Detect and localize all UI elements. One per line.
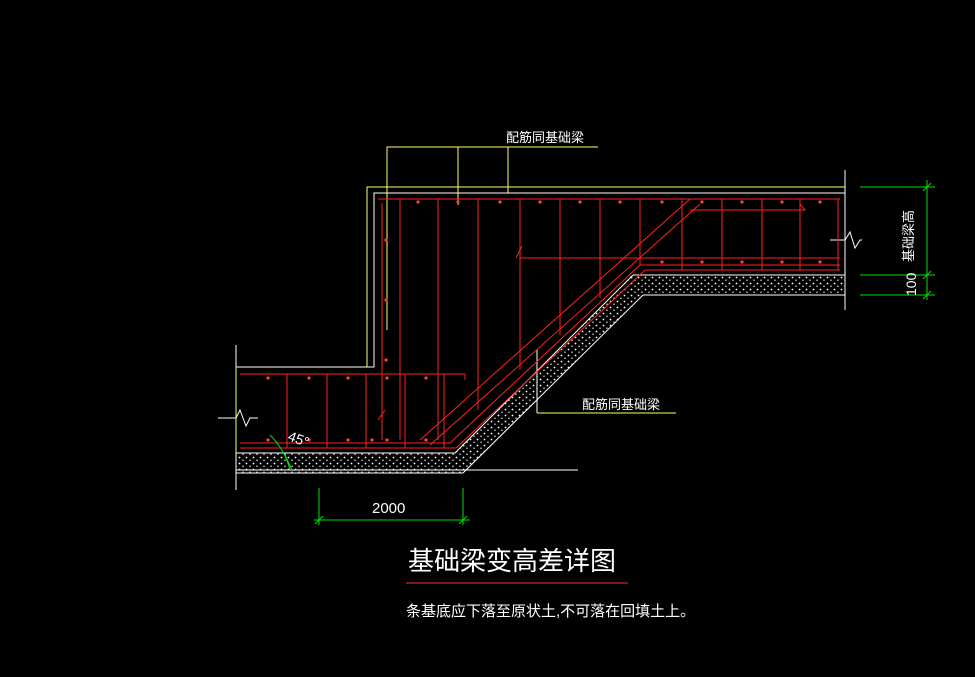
beam-outline [218, 170, 862, 490]
drawing-note: 条基底应下落至原状土,不可落在回填土上。 [406, 602, 695, 620]
rebar-label-mid: 配筋同基础梁 [582, 397, 660, 412]
drawing-title: 基础梁变高差详图 [408, 546, 616, 576]
rebar-dots [266, 200, 822, 442]
angle-label: 45° [286, 428, 311, 450]
rebar-cage [240, 198, 840, 449]
cushion-thickness-label: 100 [903, 272, 919, 296]
beam-height-label: 基础梁高 [901, 210, 916, 262]
rebar-label-top: 配筋同基础梁 [506, 130, 584, 145]
concrete-cushion [236, 274, 845, 474]
leader-lines [235, 146, 845, 453]
horizontal-dimension-label: 2000 [372, 500, 405, 517]
dimension-lines [269, 180, 935, 525]
